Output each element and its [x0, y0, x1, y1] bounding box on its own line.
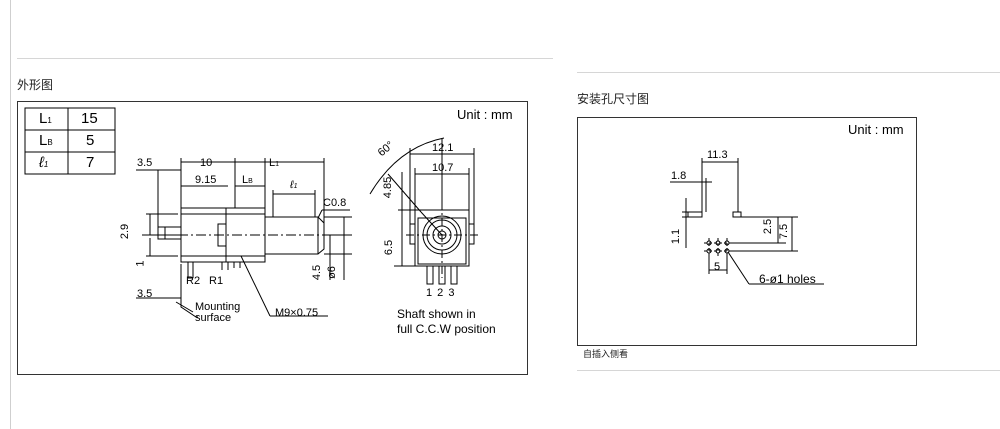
- dim-10-7: 10.7: [432, 162, 454, 174]
- dim-10: 10: [200, 157, 213, 169]
- mounting-drawing: [670, 158, 824, 285]
- dim-1-left: 1: [134, 260, 147, 267]
- dim-2-9: 2.9: [119, 223, 132, 240]
- dim-11-3: 11.3: [707, 149, 728, 161]
- left-border-line: [10, 0, 11, 429]
- right-top-divider: [577, 72, 1000, 73]
- dim-lb: LB: [242, 174, 253, 186]
- param-row-lb-symbol: LB: [39, 132, 53, 149]
- label-r2: R2: [186, 275, 201, 287]
- dim-2-5: 2.5: [762, 218, 775, 235]
- param-table: [24, 107, 116, 175]
- dim-4-5: 4.5: [311, 264, 324, 281]
- right-bottom-divider: [577, 370, 1000, 371]
- front-view: [369, 137, 480, 285]
- hole-grid: [704, 238, 732, 256]
- dim-l1: L1: [269, 157, 280, 169]
- dim-6-5: 6.5: [383, 239, 396, 256]
- side-view: [136, 158, 353, 318]
- dim-9-15: 9.15: [195, 174, 217, 186]
- dim-c0-8: C0.8: [323, 197, 347, 209]
- dim-3-5-bottom: 3.5: [137, 288, 153, 300]
- top-divider: [17, 58, 553, 59]
- dim-5: 5: [714, 261, 721, 273]
- outline-drawing: [24, 107, 480, 318]
- param-row-l1-symbol: L1: [39, 110, 52, 127]
- label-6-holes: 6-ø1 holes: [759, 272, 816, 286]
- param-row-l1small-symbol: ℓ1: [39, 154, 49, 171]
- label-surface: surface: [195, 312, 232, 324]
- dim-l1-small: ℓ1: [290, 179, 298, 191]
- pin-numbers: 1 2 3: [426, 287, 456, 299]
- outline-title: 外形图: [17, 78, 54, 92]
- dim-1-8: 1.8: [671, 170, 687, 182]
- mounting-note: 自插入侧看: [583, 349, 629, 359]
- outline-drawing-panel: L1 15 LB 5 ℓ1 7 Unit : mm 3.5 10 L1 9.15…: [17, 101, 528, 375]
- dim-phi-6: ø6: [325, 266, 338, 279]
- dim-7-5: 7.5: [778, 223, 791, 240]
- param-row-l1small-value: 7: [86, 154, 95, 171]
- label-mounting: Mounting: [195, 301, 241, 313]
- dim-4-85: 4.85: [382, 176, 395, 199]
- shaft-note-line1: Shaft shown in: [397, 307, 476, 321]
- dim-3-5-top: 3.5: [137, 157, 153, 169]
- dim-12-1: 12.1: [432, 142, 454, 154]
- dim-1-1: 1.1: [670, 228, 683, 245]
- outline-unit-label: Unit : mm: [457, 107, 513, 122]
- param-row-l1-value: 15: [81, 110, 98, 127]
- label-r1: R1: [209, 275, 224, 287]
- shaft-note-line2: full C.C.W position: [397, 322, 496, 336]
- mounting-drawing-panel: Unit : mm 11.3 1.8 1.1 2.5 7.5 5 6-ø1 ho…: [577, 117, 917, 346]
- mounting-title: 安装孔尺寸图: [577, 92, 650, 106]
- mounting-unit-label: Unit : mm: [848, 122, 904, 137]
- label-thread: M9×0.75: [275, 307, 319, 319]
- param-row-lb-value: 5: [86, 132, 95, 149]
